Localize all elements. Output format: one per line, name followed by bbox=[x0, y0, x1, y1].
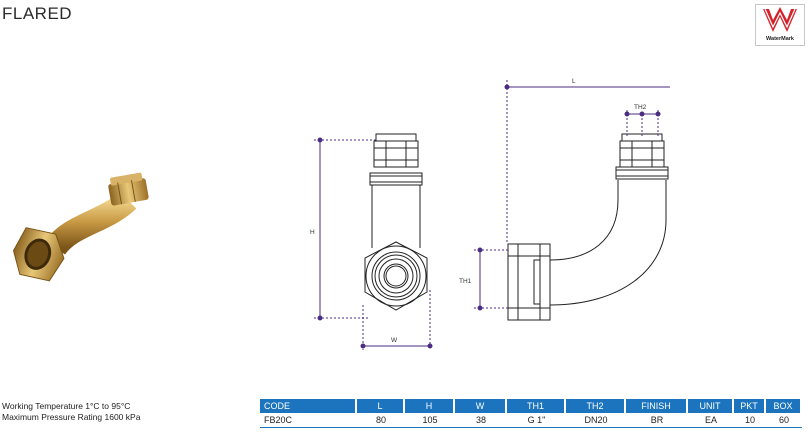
cell-h: 105 bbox=[405, 413, 455, 428]
dim-label-h: H bbox=[310, 229, 315, 236]
product-photo bbox=[0, 150, 170, 315]
col-unit: UNIT bbox=[688, 399, 734, 413]
col-finish: FINISH bbox=[626, 399, 688, 413]
cell-finish: BR bbox=[626, 413, 688, 428]
cell-code: FB20C bbox=[260, 413, 357, 428]
dim-label-w: W bbox=[391, 337, 398, 344]
dim-label-th2: TH2 bbox=[634, 104, 647, 111]
col-w: W bbox=[455, 399, 507, 413]
col-h: H bbox=[405, 399, 455, 413]
col-code: CODE bbox=[260, 399, 357, 413]
cell-pkt: 10 bbox=[734, 413, 766, 428]
cell-w: 38 bbox=[455, 413, 507, 428]
technical-drawing: H W TH1 L TH2 bbox=[290, 60, 680, 365]
cell-box: 60 bbox=[766, 413, 802, 428]
spec-table: CODE L H W TH1 TH2 FINISH UNIT PKT BOX F… bbox=[260, 399, 802, 428]
watermark-label: WaterMark bbox=[766, 36, 794, 42]
watermark-badge: WaterMark bbox=[755, 4, 805, 46]
col-th1: TH1 bbox=[507, 399, 566, 413]
cell-l: 80 bbox=[357, 413, 405, 428]
dim-label-th1: TH1 bbox=[459, 278, 472, 285]
spec-block: Working Temperature 1°C to 95°C Maximum … bbox=[2, 401, 140, 423]
col-th2: TH2 bbox=[566, 399, 626, 413]
cell-th1: G 1" bbox=[507, 413, 566, 428]
spec-temperature: Working Temperature 1°C to 95°C bbox=[2, 401, 131, 411]
col-box: BOX bbox=[766, 399, 802, 413]
col-l: L bbox=[357, 399, 405, 413]
spec-table-header-row: CODE L H W TH1 TH2 FINISH UNIT PKT BOX bbox=[260, 399, 802, 413]
col-pkt: PKT bbox=[734, 399, 766, 413]
table-row: FB20C 80 105 38 G 1" DN20 BR EA 10 60 bbox=[260, 413, 802, 428]
dim-label-l: L bbox=[572, 78, 576, 85]
watermark-logo-icon bbox=[763, 7, 797, 32]
spec-pressure: Maximum Pressure Rating 1600 kPa bbox=[2, 412, 141, 422]
dimension-drawing-svg: H W TH1 L TH2 bbox=[310, 78, 680, 350]
page-title: FLARED bbox=[2, 4, 73, 23]
cell-unit: EA bbox=[688, 413, 734, 428]
cell-th2: DN20 bbox=[566, 413, 626, 428]
